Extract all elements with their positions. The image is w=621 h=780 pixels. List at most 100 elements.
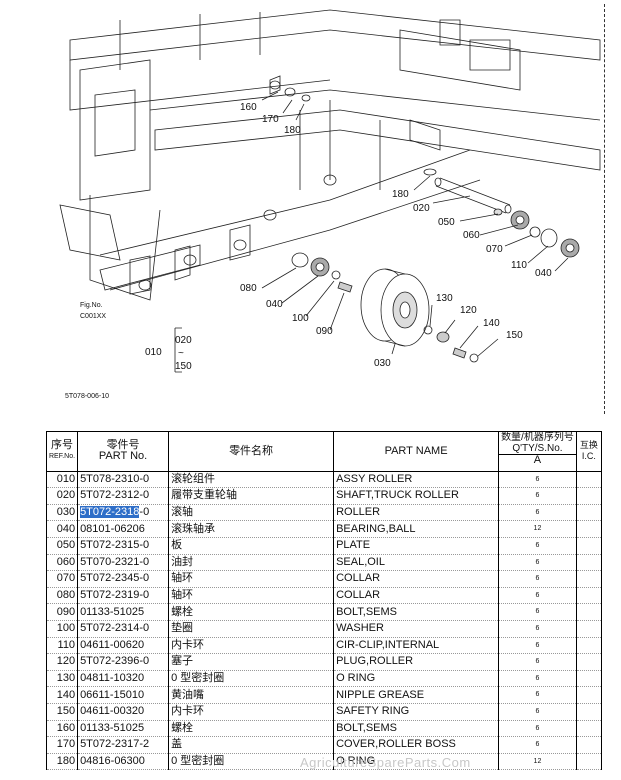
ref-cell: 140 (45, 686, 78, 704)
callout-labels: 160 170 180 180 020 050 060 070 110 040 … (65, 102, 552, 400)
part-name-en-cell: SEAL,OIL (333, 554, 499, 572)
part-name-cn-cell: 滚轴 (168, 504, 334, 522)
part-name-en-cell: CIR-CLIP,INTERNAL (333, 637, 499, 655)
callout-140: 140 (483, 318, 500, 329)
ref-cell: 120 (45, 653, 78, 671)
part-suffix: -0 (139, 506, 150, 519)
part-name-en-cell: SHAFT,TRUCK ROLLER (333, 487, 499, 505)
ref-cell: 170 (45, 736, 78, 754)
part-name-cn-cell: 履带支重轮轴 (168, 487, 334, 505)
ic-cell (575, 587, 602, 605)
part-name-en-cell: PLUG,ROLLER (333, 653, 499, 671)
drawing-code: 5T078-006-10 (65, 393, 109, 400)
ref-cell: 150 (45, 703, 78, 721)
part-no-cell: 5T072-2312-0 (77, 487, 169, 505)
part-no-cell: 5T070-2321-0 (77, 554, 169, 572)
part-name-en-cell: WASHER (333, 620, 499, 638)
callout-160: 160 (240, 102, 257, 113)
part-name-cn-cell: 0 型密封圈 (168, 670, 334, 688)
qty-cell: 6 (498, 720, 577, 738)
ic-cell (575, 537, 602, 555)
qty-cell: 6 (498, 603, 577, 621)
part-name-cn-cell: 轴环 (168, 570, 334, 588)
ref-cell: 130 (45, 670, 78, 688)
ic-cell (575, 471, 602, 489)
header-name-cn: 零件名称 (168, 431, 334, 472)
bracket-tilde: ~ (178, 348, 184, 359)
callout-100: 100 (292, 313, 309, 324)
part-name-cn-cell: 螺栓 (168, 603, 334, 621)
part-name-en-cell: COVER,ROLLER BOSS (333, 736, 499, 754)
part-name-cn-cell: 板 (168, 537, 334, 555)
ref-cell: 110 (45, 637, 78, 655)
part-name-cn-cell: 内卡环 (168, 637, 334, 655)
part-no-cell: 01133-51025 (77, 720, 169, 738)
part-name-en-cell: BEARING,BALL (333, 520, 499, 538)
ref-cell: 160 (45, 720, 78, 738)
ic-cell (575, 753, 602, 771)
header-name-en: PART NAME (333, 431, 499, 472)
qty-cell: 12 (498, 753, 577, 771)
qty-cell: 6 (498, 487, 577, 505)
part-name-cn-cell: 内卡环 (168, 703, 334, 721)
ic-cell (575, 670, 602, 688)
ref-cell: 080 (45, 587, 78, 605)
part-name-en-cell: ROLLER (333, 504, 499, 522)
qty-cell: 6 (498, 686, 577, 704)
ref-cell: 020 (45, 487, 78, 505)
ic-cell (575, 487, 602, 505)
ic-cell (575, 570, 602, 588)
ref-cell: 090 (45, 603, 78, 621)
ic-cell (575, 686, 602, 704)
part-name-cn-cell: 轴环 (168, 587, 334, 605)
part-name-cn-cell: 油封 (168, 554, 334, 572)
ref-cell: 100 (45, 620, 78, 638)
part-name-en-cell: COLLAR (333, 570, 499, 588)
fig-no-label: Fig.No. (80, 302, 103, 309)
part-name-cn-cell: 0 型密封圈 (168, 753, 334, 771)
diagram-svg: 160 170 180 180 020 050 060 070 110 040 … (59, 9, 601, 400)
callout-070: 070 (486, 244, 503, 255)
ic-cell (575, 703, 602, 721)
qty-cell: 6 (498, 637, 577, 655)
qty-cell: 6 (498, 703, 577, 721)
qty-cell: 6 (498, 736, 577, 754)
fig-no-value: C001XX (80, 313, 106, 320)
qty-cell: 6 (498, 554, 577, 572)
part-no-cell: 04611-00620 (77, 637, 169, 655)
part-name-cn-cell: 垫圈 (168, 620, 334, 638)
qty-cell: 6 (498, 670, 577, 688)
callout-150: 150 (506, 330, 523, 341)
page-border-dashed (604, 4, 605, 414)
qty-cell: 6 (498, 620, 577, 638)
qty-cell: 6 (498, 471, 577, 489)
part-no-cell: 06611-15010 (77, 686, 169, 704)
ref-cell: 060 (45, 554, 78, 572)
ic-cell (575, 637, 602, 655)
ref-cell: 050 (45, 537, 78, 555)
part-name-cn-cell: 黄油嘴 (168, 686, 334, 704)
